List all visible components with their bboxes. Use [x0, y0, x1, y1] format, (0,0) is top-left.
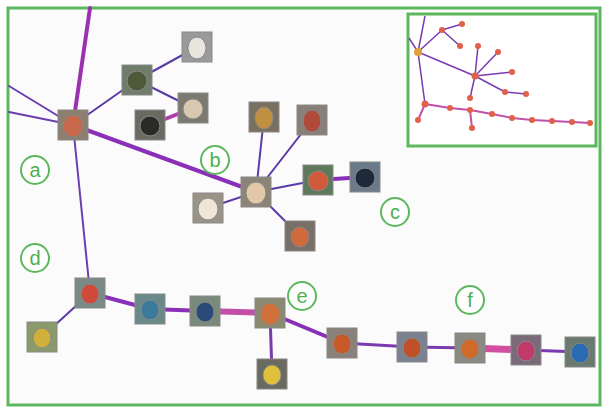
- callout-circle: a: [20, 155, 50, 185]
- callout-letter: f: [467, 290, 473, 310]
- callout-circle: c: [380, 197, 410, 227]
- callout-letter: e: [296, 286, 307, 306]
- callout-circle: f: [455, 285, 485, 315]
- callout-circle: e: [287, 281, 317, 311]
- callout-letter: b: [209, 150, 220, 170]
- callout-circle: b: [200, 145, 230, 175]
- callout-circle: d: [20, 243, 50, 273]
- callout-letter: a: [29, 160, 40, 180]
- callout-letter: c: [390, 202, 400, 222]
- callout-letter: d: [29, 248, 40, 268]
